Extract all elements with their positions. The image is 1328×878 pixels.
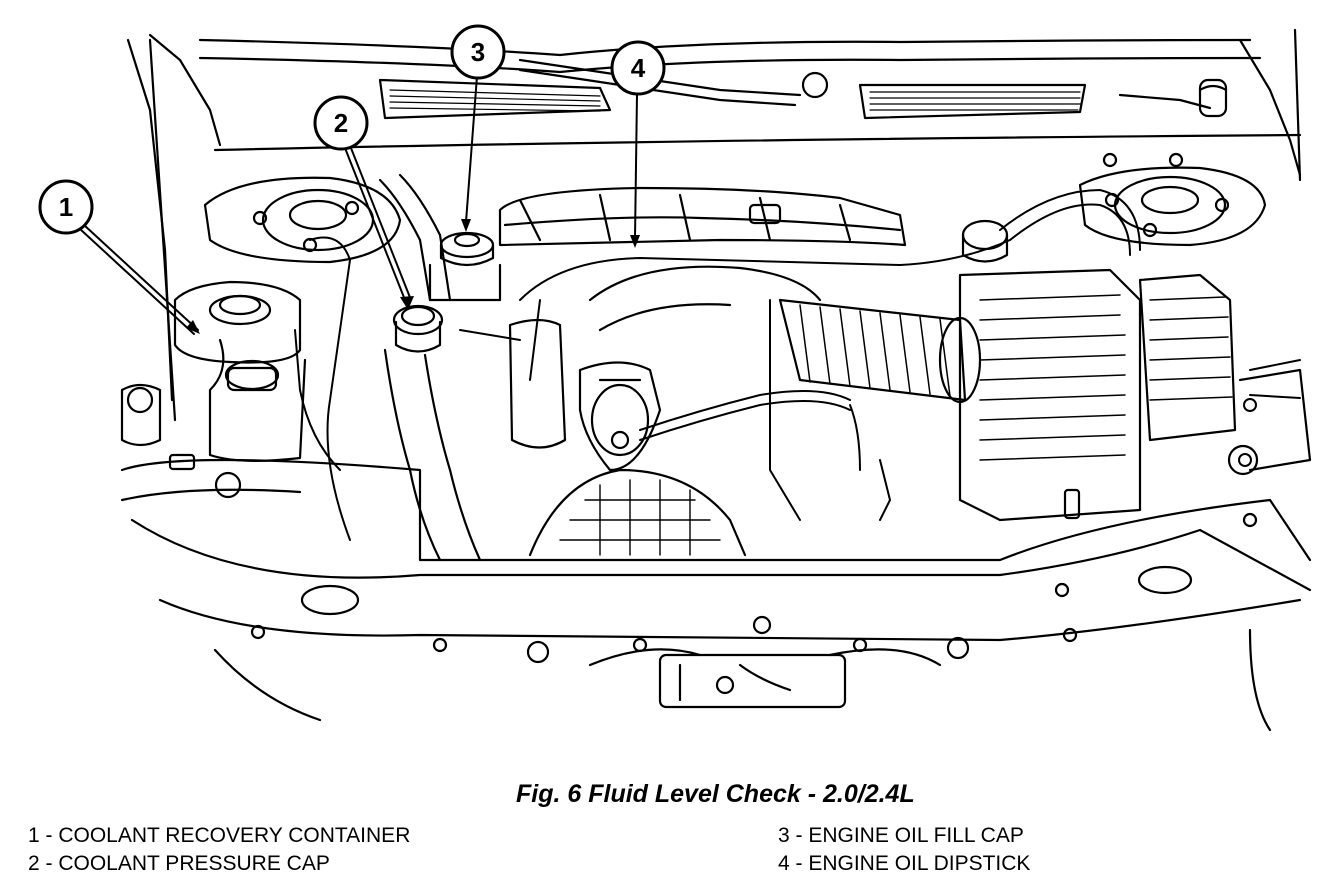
battery-area xyxy=(1138,273,1312,472)
hood-latch xyxy=(588,648,942,709)
strut-tower-left xyxy=(203,176,402,264)
legend-item-2: 2 - COOLANT PRESSURE CAP xyxy=(28,852,330,875)
callout-2-number: 2 xyxy=(334,108,348,138)
throttle-body xyxy=(508,318,662,472)
coolant-recovery-container xyxy=(173,280,307,462)
callout-4-number: 4 xyxy=(631,53,646,83)
hood-and-cowl xyxy=(126,28,1302,402)
engine-valve-cover xyxy=(498,186,907,247)
air-intake-duct xyxy=(588,265,982,404)
fan-shroud xyxy=(528,468,747,557)
figure-caption: Fig. 6 Fluid Level Check - 2.0/2.4L xyxy=(516,780,915,808)
hood-prop-rod xyxy=(148,38,177,422)
callout-1: 1 xyxy=(38,179,94,235)
strut-tower-right xyxy=(1078,152,1267,247)
legend-item-1: 1 - COOLANT RECOVERY CONTAINER xyxy=(28,824,411,847)
callout-1-number: 1 xyxy=(59,192,73,222)
coolant-pressure-cap-assembly xyxy=(378,173,482,562)
callout-leaders xyxy=(79,75,640,335)
callout-2: 2 xyxy=(313,95,369,151)
bolts xyxy=(120,383,1081,520)
callout-4: 4 xyxy=(610,40,666,96)
radiator-support xyxy=(120,444,1312,732)
air-cleaner-box xyxy=(958,219,1142,522)
legend-item-4: 4 - ENGINE OIL DIPSTICK xyxy=(778,852,1031,875)
callout-3: 3 xyxy=(450,24,506,80)
engine-compartment-illustration: 1 2 3 4 xyxy=(38,24,1312,732)
callout-3-number: 3 xyxy=(471,37,485,67)
engine-oil-fill-cap-assembly xyxy=(428,231,502,302)
legend-item-3: 3 - ENGINE OIL FILL CAP xyxy=(778,824,1024,847)
